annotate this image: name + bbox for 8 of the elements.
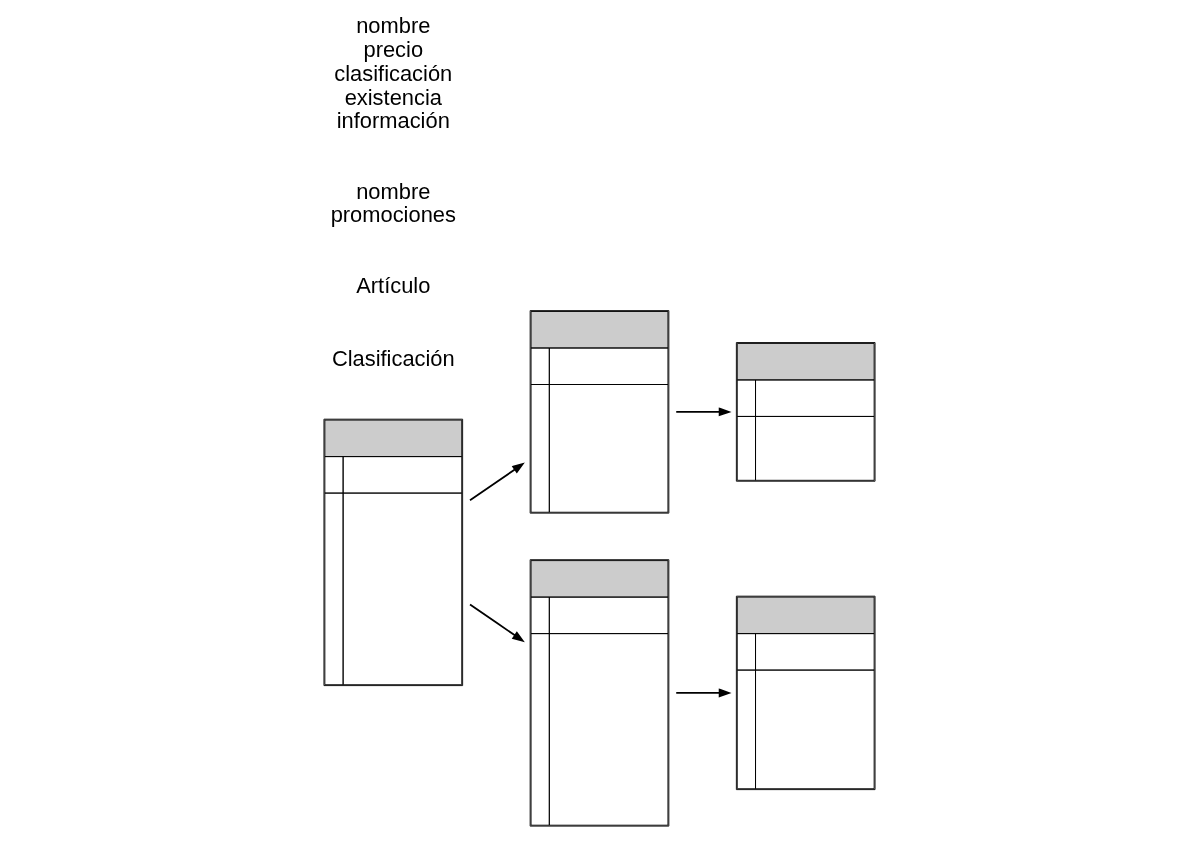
arrow (469, 462, 525, 502)
label: Artículo (356, 273, 431, 299)
arrow (675, 688, 732, 698)
arrow (469, 603, 525, 643)
label: Clasificación (331, 345, 455, 371)
label: nombre promociones (330, 178, 456, 228)
label: nombre precio clasificación existencia información (334, 13, 453, 134)
arrow (675, 407, 732, 417)
